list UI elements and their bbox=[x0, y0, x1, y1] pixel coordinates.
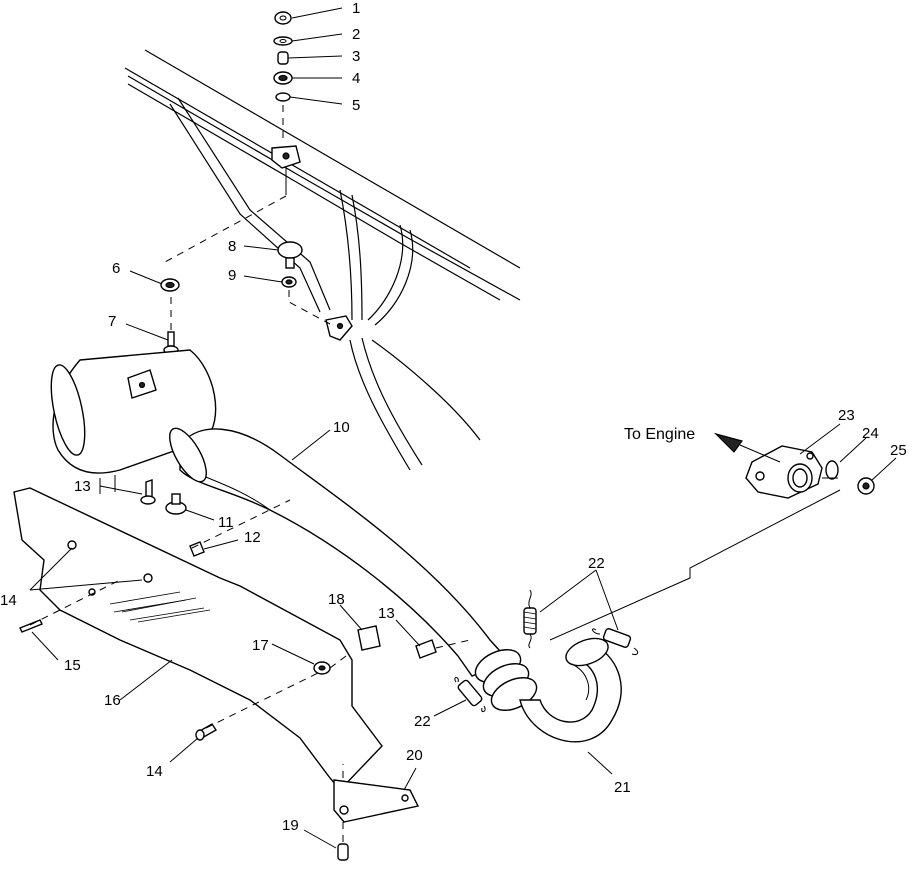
callout-7: 7 bbox=[108, 313, 116, 330]
callout-15: 15 bbox=[64, 657, 81, 674]
callout-4: 4 bbox=[352, 70, 360, 87]
callout-8: 8 bbox=[228, 238, 236, 255]
spring-right bbox=[592, 628, 639, 655]
callout-1: 1 bbox=[352, 0, 360, 17]
leader-lines bbox=[29, 7, 897, 849]
callout-11: 11 bbox=[218, 514, 234, 531]
callout-22-lower: 22 bbox=[414, 713, 431, 730]
callout-20: 20 bbox=[406, 747, 423, 764]
to-engine-arrow: To Engine bbox=[624, 426, 781, 463]
callout-12: 12 bbox=[244, 529, 261, 546]
header-pipe bbox=[519, 637, 622, 743]
engine-flange bbox=[549, 445, 875, 641]
callout-17: 17 bbox=[252, 637, 269, 654]
callout-14-lower: 14 bbox=[146, 763, 163, 780]
spring-upper bbox=[523, 589, 537, 649]
callout-21: 21 bbox=[614, 779, 631, 796]
callout-23: 23 bbox=[838, 407, 855, 424]
callout-13-left: 13 bbox=[74, 478, 91, 495]
callout-16: 16 bbox=[104, 692, 121, 709]
mount-hardware-lower bbox=[160, 105, 331, 355]
springs bbox=[454, 589, 639, 713]
lower-bracket bbox=[333, 764, 420, 861]
callout-14-upper: 14 bbox=[0, 592, 17, 609]
coupler-rings bbox=[474, 649, 538, 711]
callout-13-right: 13 bbox=[378, 605, 395, 622]
callout-18: 18 bbox=[328, 591, 345, 608]
heat-shield bbox=[13, 487, 383, 792]
callout-3: 3 bbox=[352, 48, 360, 65]
shield-hardware bbox=[19, 479, 471, 741]
callouts: 1 2 3 4 5 6 7 8 9 10 11 12 13 13 14 14 1… bbox=[0, 0, 907, 834]
frame-rails bbox=[124, 49, 521, 471]
callout-19: 19 bbox=[282, 817, 299, 834]
callout-5: 5 bbox=[352, 97, 360, 114]
callout-10: 10 bbox=[333, 419, 350, 436]
callout-2: 2 bbox=[352, 26, 360, 43]
spring-lower bbox=[454, 677, 486, 713]
callout-6: 6 bbox=[112, 260, 120, 277]
callout-22-upper: 22 bbox=[588, 555, 605, 572]
callout-9: 9 bbox=[228, 267, 236, 284]
to-engine-note: To Engine bbox=[624, 426, 695, 443]
mount-hardware-stack bbox=[273, 11, 293, 102]
callout-24: 24 bbox=[862, 425, 879, 442]
callout-25: 25 bbox=[890, 442, 907, 459]
